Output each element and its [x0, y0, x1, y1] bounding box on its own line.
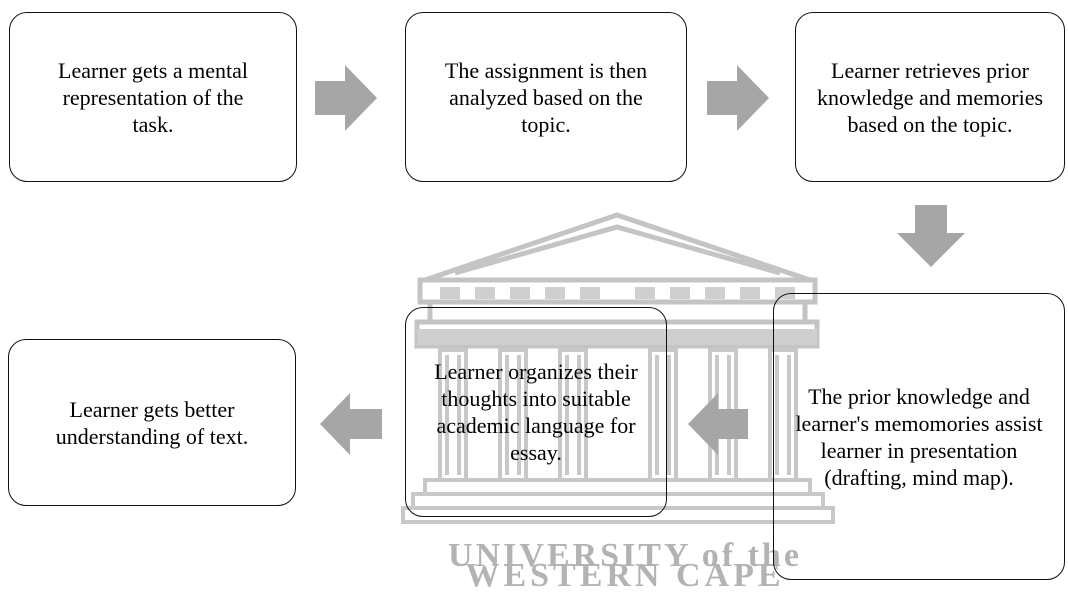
arrow-left-icon-1 — [688, 393, 748, 455]
step-6-box: Learner gets better understanding of tex… — [8, 339, 296, 506]
arrow-down-icon — [897, 205, 965, 267]
university-building-emblem — [401, 212, 835, 524]
step-3-text: Learner retrieves prior knowledge and me… — [816, 57, 1044, 137]
step-5-text: Learner organizes their thoughts into su… — [434, 359, 638, 465]
step-6-text: Learner gets better understanding of tex… — [55, 396, 249, 449]
step-1-text: Learner gets a mental representation of … — [58, 57, 248, 137]
step-5-box: Learner organizes their thoughts into su… — [405, 307, 667, 517]
watermark-line-1: UNIVERSITY of the — [448, 537, 802, 574]
step-1-box: Learner gets a mental representation of … — [9, 12, 297, 182]
step-2-text: The assignment is then analyzed based on… — [444, 57, 648, 137]
step-4-text: The prior knowledge and learner's memomo… — [795, 383, 1043, 490]
step-4-box: The prior knowledge and learner's memomo… — [773, 293, 1065, 580]
watermark-line-2: WESTERN CAPE — [465, 557, 785, 594]
arrow-right-icon-2 — [707, 65, 769, 131]
step-2-box: The assignment is then analyzed based on… — [405, 12, 687, 182]
step-3-box: Learner retrieves prior knowledge and me… — [795, 12, 1065, 182]
arrow-left-icon-2 — [320, 393, 382, 455]
arrow-right-icon-1 — [315, 65, 377, 131]
